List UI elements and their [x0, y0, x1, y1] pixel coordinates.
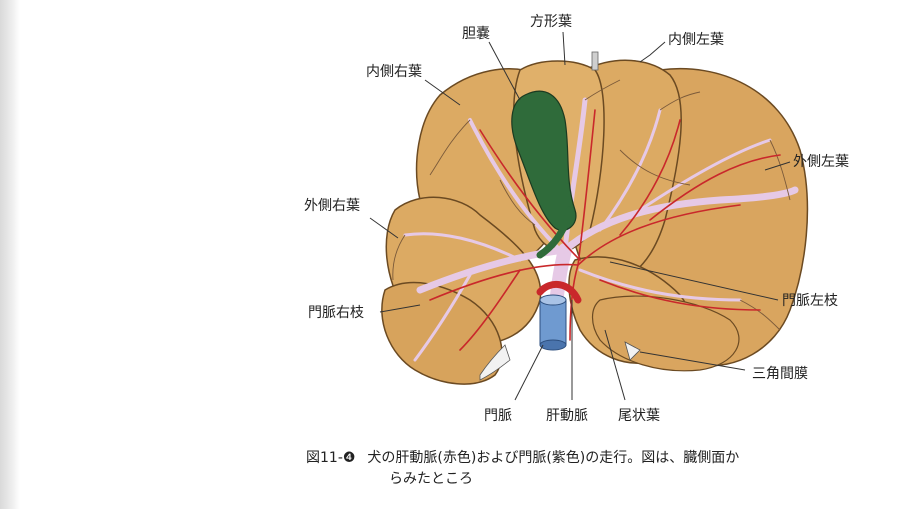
- portal-vein-trunk: [539, 294, 567, 351]
- label-right-lateral-lobe: 外側右葉: [304, 198, 360, 214]
- hepatic-artery: [536, 281, 582, 304]
- caption-line-1: 図11-❹ 犬の肝動脈(赤色)および門脈(紫色)の走行。図は、臓側面か: [306, 448, 886, 469]
- label-portal-vein: 門脈: [484, 408, 512, 424]
- label-left-medial-lobe: 内側左葉: [668, 32, 724, 48]
- ligament-left: [479, 344, 511, 381]
- figure-number: 図11-❹: [306, 450, 356, 466]
- caption-line-2: らみたところ: [389, 471, 473, 487]
- label-gallbladder: 胆嚢: [462, 26, 490, 42]
- leader-lines: [369, 31, 791, 401]
- ligament-right: [624, 341, 641, 361]
- hepatic-artery-branches: [429, 109, 781, 351]
- label-triangular-ligament: 三角間膜: [752, 366, 808, 382]
- gallbladder: [511, 90, 577, 231]
- cystic-duct: [536, 206, 574, 259]
- label-quadrate-lobe: 方形葉: [530, 14, 572, 30]
- page-edge-shadow: [0, 0, 20, 509]
- liver-diagram: 胆嚢 方形葉 内側左葉 内側右葉 外側左葉 外側右葉 門脈右枝 門脈左枝 三角間…: [304, 14, 849, 424]
- figure-caption: 図11-❹ 犬の肝動脈(赤色)および門脈(紫色)の走行。図は、臓側面か らみたとこ…: [306, 448, 886, 490]
- label-portal-vein-right-branch: 門脈右枝: [308, 305, 364, 321]
- label-left-lateral-lobe: 外側左葉: [793, 154, 849, 170]
- label-portal-vein-left-branch: 門脈左枝: [782, 293, 838, 309]
- fine-vessels: [392, 79, 791, 331]
- label-right-medial-lobe: 内側右葉: [366, 64, 422, 80]
- caption-text-1: 犬の肝動脈(赤色)および門脈(紫色)の走行。図は、臓側面か: [367, 450, 740, 466]
- label-caudate-lobe: 尾状葉: [618, 408, 660, 424]
- right-lateral-lobe-lower: [381, 281, 503, 385]
- label-hepatic-artery: 肝動脈: [546, 408, 588, 424]
- vessel-stub: [591, 51, 599, 71]
